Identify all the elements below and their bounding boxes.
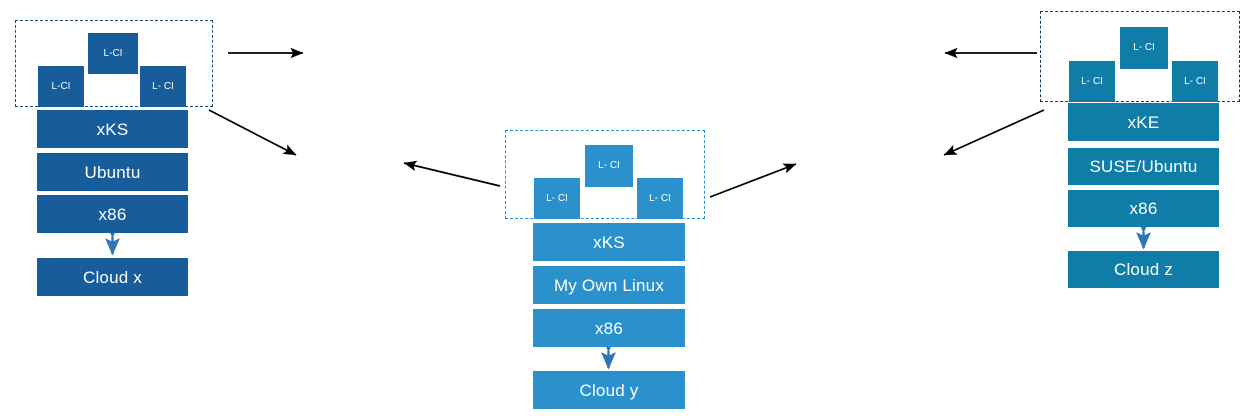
layer-left-xks[interactable]: xKS bbox=[37, 110, 188, 148]
ci-box-right-bottom-right[interactable]: L- CI bbox=[1172, 61, 1218, 102]
layer-left-arch[interactable]: x86 bbox=[37, 195, 188, 233]
ci-box-right-bottom-left[interactable]: L- CI bbox=[1069, 61, 1115, 102]
layer-left-platform[interactable]: Cloud x bbox=[37, 258, 188, 296]
ci-box-label: L-CI bbox=[103, 47, 123, 59]
layer-right-arch[interactable]: x86 bbox=[1068, 190, 1219, 227]
arrow-middle-group-diagonal-up-right bbox=[709, 163, 797, 198]
ci-box-middle-top[interactable]: L- CI bbox=[585, 145, 633, 187]
layer-label: SUSE/Ubuntu bbox=[1089, 157, 1198, 176]
layer-label: x86 bbox=[594, 318, 623, 338]
layer-label: Ubuntu bbox=[84, 162, 141, 182]
layer-right-platform[interactable]: Cloud z bbox=[1068, 251, 1219, 288]
ci-box-label: L- CI bbox=[1133, 42, 1155, 53]
layer-left-os[interactable]: Ubuntu bbox=[37, 153, 188, 191]
ci-box-label: L- CI bbox=[649, 192, 671, 204]
ci-box-middle-bottom-left[interactable]: L- CI bbox=[534, 178, 580, 219]
layer-middle-os[interactable]: My Own Linux bbox=[533, 266, 685, 304]
layer-label: x86 bbox=[98, 204, 127, 224]
ci-box-label: L- CI bbox=[598, 160, 620, 171]
ci-box-middle-bottom-right[interactable]: L- CI bbox=[637, 178, 683, 219]
ci-group-middle[interactable] bbox=[505, 130, 705, 219]
ci-box-label: L- CI bbox=[1081, 75, 1103, 87]
layer-right-os[interactable]: SUSE/Ubuntu bbox=[1068, 148, 1219, 185]
ci-box-label: L- CI bbox=[1184, 75, 1206, 87]
layer-middle-arch[interactable]: x86 bbox=[533, 309, 685, 347]
layer-label: xKS bbox=[96, 119, 129, 139]
layer-label: Cloud x bbox=[82, 267, 143, 287]
ci-box-left-top[interactable]: L-CI bbox=[88, 33, 138, 74]
layer-middle-platform[interactable]: Cloud y bbox=[533, 371, 685, 409]
layer-label: My Own Linux bbox=[553, 275, 665, 295]
layer-right-xke[interactable]: xKE bbox=[1068, 103, 1219, 141]
ci-box-right-top[interactable]: L- CI bbox=[1120, 27, 1168, 69]
layer-label: x86 bbox=[1129, 199, 1158, 218]
layer-label: Cloud y bbox=[579, 380, 639, 400]
ci-box-left-bottom-right[interactable]: L- CI bbox=[140, 66, 186, 107]
ci-box-left-bottom-left[interactable]: L-CI bbox=[38, 66, 84, 107]
ci-box-label: L- CI bbox=[546, 192, 568, 204]
ci-box-label: L-CI bbox=[51, 80, 71, 92]
layer-label: xKE bbox=[1127, 112, 1160, 132]
layer-middle-xks[interactable]: xKS bbox=[533, 223, 685, 261]
ci-group-left[interactable] bbox=[15, 20, 213, 107]
arrow-middle-group-diagonal-up-left bbox=[403, 160, 501, 187]
arrow-right-group-diagonal-down-left bbox=[943, 109, 1045, 156]
arrow-left-group-diagonal-down-right bbox=[208, 109, 297, 156]
ci-group-right[interactable] bbox=[1040, 11, 1240, 102]
layer-label: Cloud z bbox=[1113, 260, 1174, 279]
ci-box-label: L- CI bbox=[152, 80, 174, 92]
layer-label: xKS bbox=[593, 232, 625, 252]
